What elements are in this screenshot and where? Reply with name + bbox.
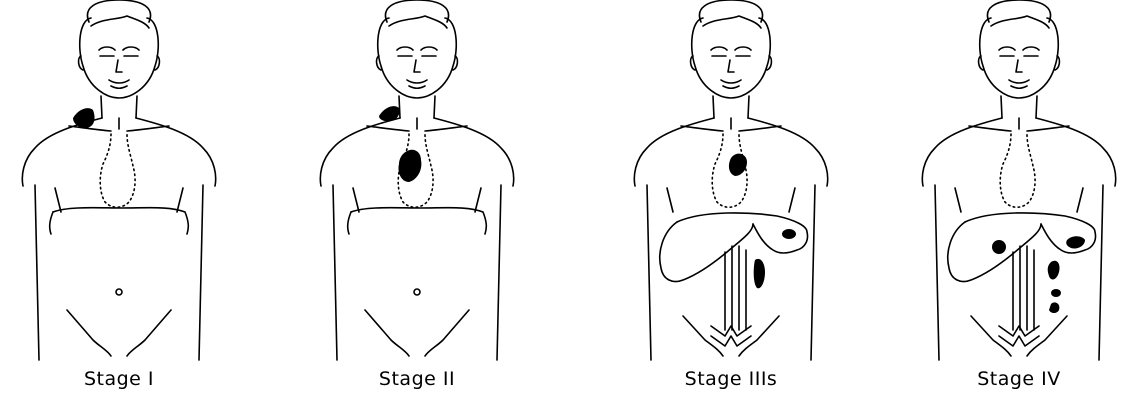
stage-label: Stage II xyxy=(297,368,537,390)
stage-2-body-icon xyxy=(297,0,537,365)
stage-2-figure: Stage II xyxy=(297,0,537,394)
stage-4-body-icon xyxy=(899,0,1134,365)
stage-label: Stage I xyxy=(0,368,239,390)
stage-label: Stage IV xyxy=(899,368,1134,390)
stage-3s-figure: Stage IIIs xyxy=(611,0,851,394)
stage-3s-body-icon xyxy=(611,0,851,365)
stage-1-body-icon xyxy=(0,0,239,365)
stage-label: Stage IIIs xyxy=(611,368,851,390)
stage-4-figure: Stage IV xyxy=(899,0,1134,394)
stage-1-figure: Stage I xyxy=(0,0,239,394)
